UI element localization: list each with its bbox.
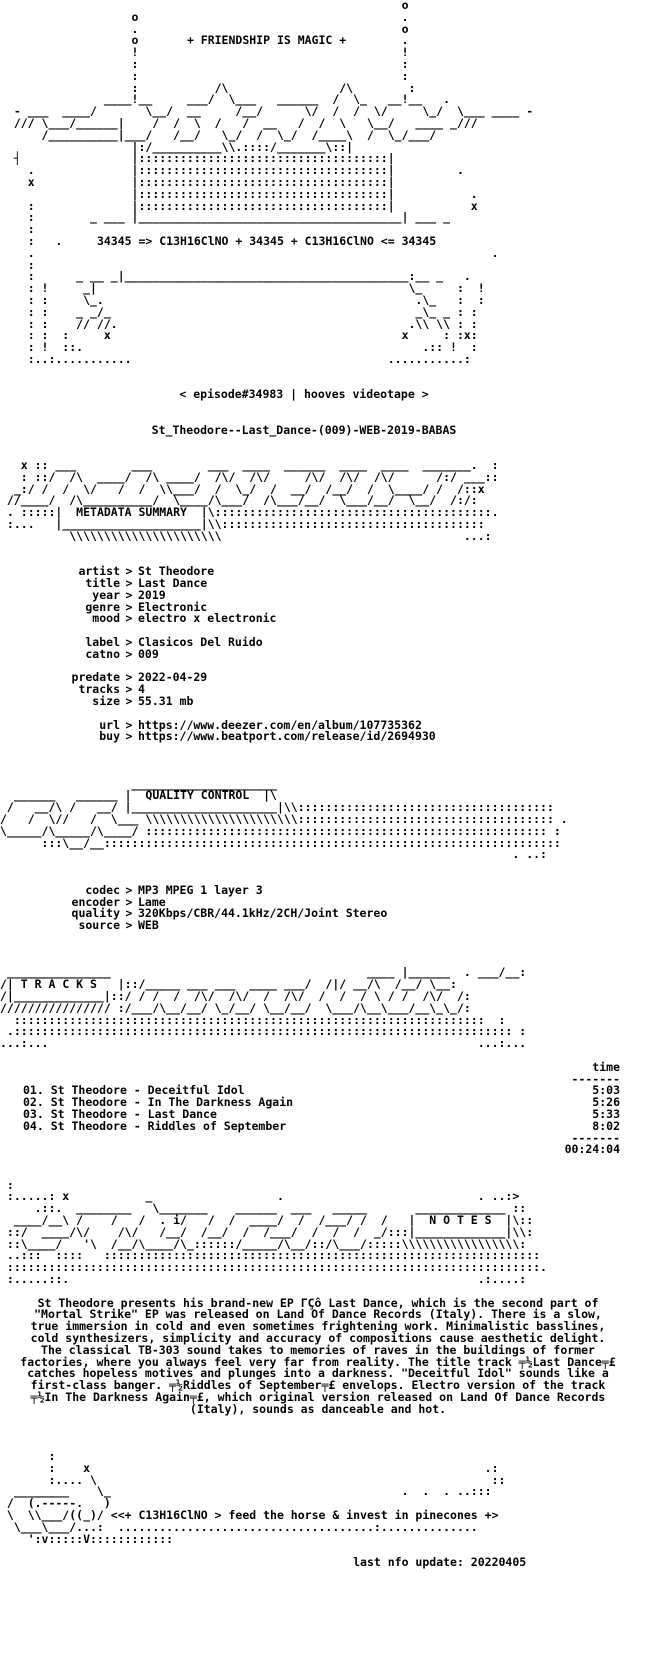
- metadata-predate: predate>2022-04-29: [71, 670, 208, 685]
- footer-ascii-art: : : x .: :.... \ :: ________ \_: [0, 1449, 527, 1570]
- quality-source: source>WEB: [78, 918, 159, 933]
- time-header: time: [592, 1059, 620, 1074]
- motto-text: + FRIENDSHIP IS MAGIC +: [186, 33, 347, 48]
- notes-ascii-art: : :.....: x _ . . ..:> .::. ________ \__…: [0, 1177, 547, 1287]
- metadata-fields: artist>St Theodore title>Last Dance year…: [0, 564, 648, 744]
- last-update: last nfo update: 20220405: [353, 1555, 527, 1570]
- metadata-url[interactable]: url>https://www.deezer.com/en/album/1077…: [99, 717, 422, 732]
- quality-heading: QUALITY CONTROL: [145, 788, 250, 803]
- nfo-document: o o . . o o + FRIENDSHIP IS MAGIC + . !: [0, 0, 648, 1570]
- quality-codec: codec>MP3 MPEG 1 layer 3: [85, 882, 263, 897]
- metadata-size: size>55.31 mb: [92, 694, 194, 709]
- quality-encoder: encoder>Lame: [71, 894, 166, 909]
- header-ascii-art: o o . . o o + FRIENDSHIP IS MAGIC + . !: [0, 0, 534, 366]
- total-time: 00:24:04: [564, 1142, 620, 1157]
- metadata-title: title>Last Dance: [85, 576, 208, 591]
- quality-ascii-art: _____________________ ______ ______ | QU…: [0, 776, 568, 862]
- metadata-catno: catno>009: [85, 646, 159, 661]
- formula-text: 34345 => C13H16ClNO + 34345 + C13H16ClNO…: [96, 233, 437, 248]
- quality-quality: quality>320Kbps/CBR/44.1kHz/2CH/Joint St…: [71, 906, 388, 921]
- metadata-genre: genre>Electronic: [85, 599, 208, 614]
- metadata-ascii-art: x :: ___ ___ ___ ____ ______ ____ ____ _…: [0, 458, 499, 543]
- metadata-label: label>Clasicos Del Ruido: [85, 635, 263, 650]
- episode-line: < episode#34983 | hooves videotape >: [179, 387, 429, 402]
- tracks-ascii-art: _______________ ____ |______ . ___/__:/|…: [0, 965, 527, 1051]
- notes-text: St Theodore presents his brand-new EP ΓÇ…: [20, 1295, 616, 1416]
- metadata-buy[interactable]: buy>https://www.beatport.com/release/id/…: [99, 729, 436, 744]
- quality-fields: codec>MP3 MPEG 1 layer 3 encoder>Lame qu…: [0, 882, 648, 933]
- tracks-heading: T R A C K S: [20, 977, 97, 992]
- metadata-mood: mood>electro x electronic: [92, 611, 277, 626]
- release-name: St_Theodore--Last_Dance-(009)-WEB-2019-B…: [151, 422, 457, 437]
- time-rule-bottom: -------: [571, 1130, 620, 1145]
- notes-heading: N O T E S: [429, 1213, 492, 1228]
- metadata-tracks: tracks>4: [78, 682, 145, 697]
- metadata-artist: artist>St Theodore: [78, 564, 215, 579]
- footer-tagline: <<+ C13H16ClNO > feed the horse & invest…: [110, 1508, 499, 1522]
- metadata-year: year>2019: [92, 587, 166, 602]
- metadata-heading: METADATA SUMMARY: [76, 505, 187, 520]
- time-rule-top: -------: [571, 1071, 620, 1086]
